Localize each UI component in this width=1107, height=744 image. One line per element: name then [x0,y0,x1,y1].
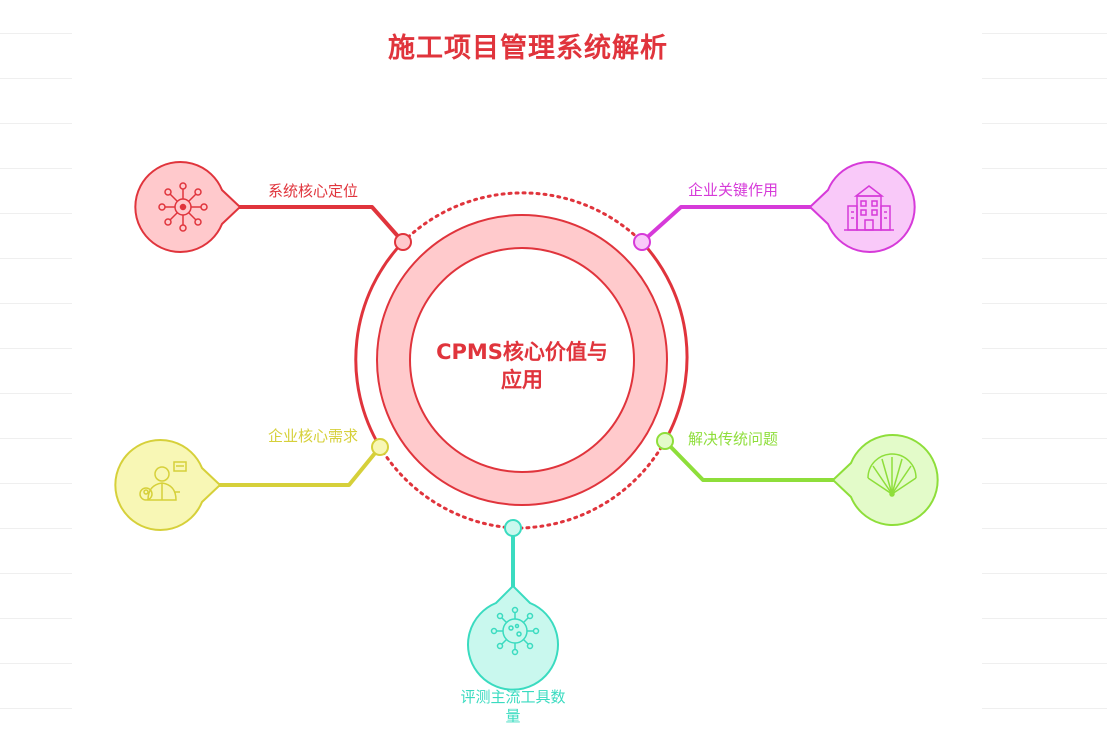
page-title: 施工项目管理系统解析 [388,33,668,64]
node-enterprise-role[interactable] [633,161,916,253]
consultant-icon [139,461,187,501]
center-label: CPMS核心价值与 应用 [412,338,632,394]
node-label-evaluate-tools: 评测主流工具数 量 [452,688,574,726]
fan-icon [867,453,917,497]
node-label-enterprise-needs: 企业核心需求 [268,427,359,445]
node-traditional-problems[interactable] [656,432,939,526]
virus-icon [490,606,540,656]
center-label-line1: CPMS核心价值与 [436,340,608,364]
node-label-enterprise-role: 企业关键作用 [688,181,779,199]
node-evaluate-tools[interactable] [467,519,559,691]
node-label-traditional-problems: 解决传统问题 [688,430,779,448]
center-ring [376,214,668,506]
node-label-evaluate-tools-line1: 评测主流工具数 [460,688,566,706]
node-enterprise-needs[interactable] [114,438,389,531]
node-label-evaluate-tools-line2: 量 [505,707,521,725]
building-icon [844,185,894,231]
node-label-core-positioning: 系统核心定位 [268,182,359,200]
network-hub-icon [158,182,208,232]
center-label-line2: 应用 [501,368,543,392]
outer-ring [354,191,689,530]
node-core-positioning[interactable] [134,161,412,253]
